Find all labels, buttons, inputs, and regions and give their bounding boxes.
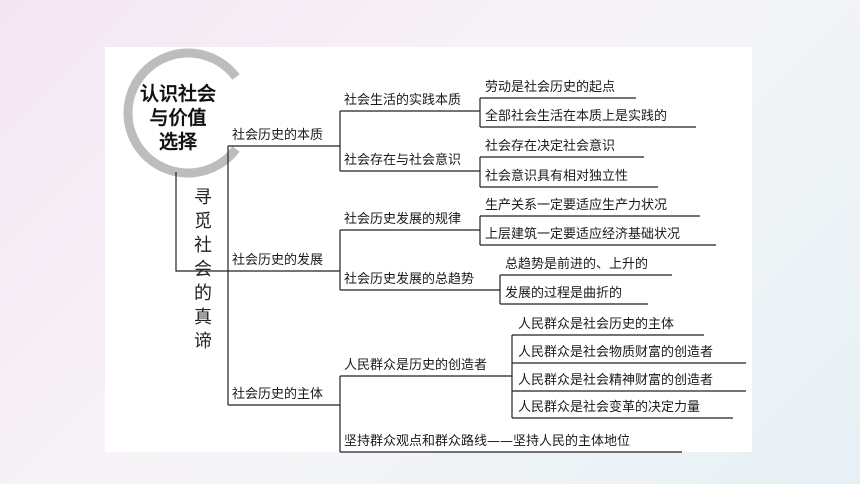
node-subject: 社会历史的主体 [232, 387, 324, 402]
title-line-2: 与价值 [149, 107, 207, 129]
subtitle-bracket [175, 172, 228, 272]
node-people-creators: 人民群众是历史的创造者 [344, 358, 488, 373]
leaf-superstructure: 上层建筑一定要适应经济基础状况 [485, 227, 681, 242]
title-line-3: 选择 [158, 131, 197, 153]
leaf-trend-upward: 总趋势是前进的、上升的 [505, 257, 649, 272]
leaf-production-relations: 生产关系一定要适应生产力状况 [485, 198, 668, 213]
leaf-existence-determines: 社会存在决定社会意识 [485, 139, 616, 154]
subtitle-char: 谛 [194, 331, 212, 352]
node-existence-consciousness: 社会存在与社会意识 [344, 153, 462, 168]
diagram-card [105, 47, 752, 452]
leaf-people-subject: 人民群众是社会历史的主体 [518, 317, 675, 332]
diagram-title: 认识社会 与价值 选择 [128, 82, 228, 154]
leaf-decisive-force: 人民群众是社会变革的决定力量 [518, 400, 701, 415]
node-essence: 社会历史的本质 [232, 128, 324, 143]
leaf-practice: 全部社会生活在本质上是实践的 [485, 109, 668, 124]
node-general-trend: 社会历史发展的总趋势 [344, 272, 475, 287]
subtitle-char: 觅 [194, 211, 212, 232]
leaf-process-tortuous: 发展的过程是曲折的 [505, 286, 623, 301]
subtitle-char: 真 [194, 307, 212, 328]
leaf-relative-independence: 社会意识具有相对独立性 [485, 169, 629, 184]
node-practice-essence: 社会生活的实践本质 [344, 93, 462, 108]
leaf-labor-origin: 劳动是社会历史的起点 [485, 80, 616, 95]
node-development: 社会历史的发展 [232, 253, 324, 268]
node-development-laws: 社会历史发展的规律 [344, 212, 462, 227]
subtitle-char: 社 [194, 235, 212, 256]
leaf-spiritual-wealth: 人民群众是社会精神财富的创造者 [518, 373, 714, 388]
leaf-material-wealth: 人民群众是社会物质财富的创造者 [518, 345, 714, 360]
node-mass-line: 坚持群众观点和群众路线——坚持人民的主体地位 [344, 434, 631, 449]
subtitle-char: 寻 [194, 187, 212, 208]
title-arc [123, 48, 240, 178]
subtitle-char: 的 [194, 283, 212, 304]
subtitle-char: 会 [194, 259, 212, 280]
subtitle-vertical: 寻觅社会的真谛 [191, 186, 215, 354]
title-line-1: 认识社会 [139, 83, 216, 105]
